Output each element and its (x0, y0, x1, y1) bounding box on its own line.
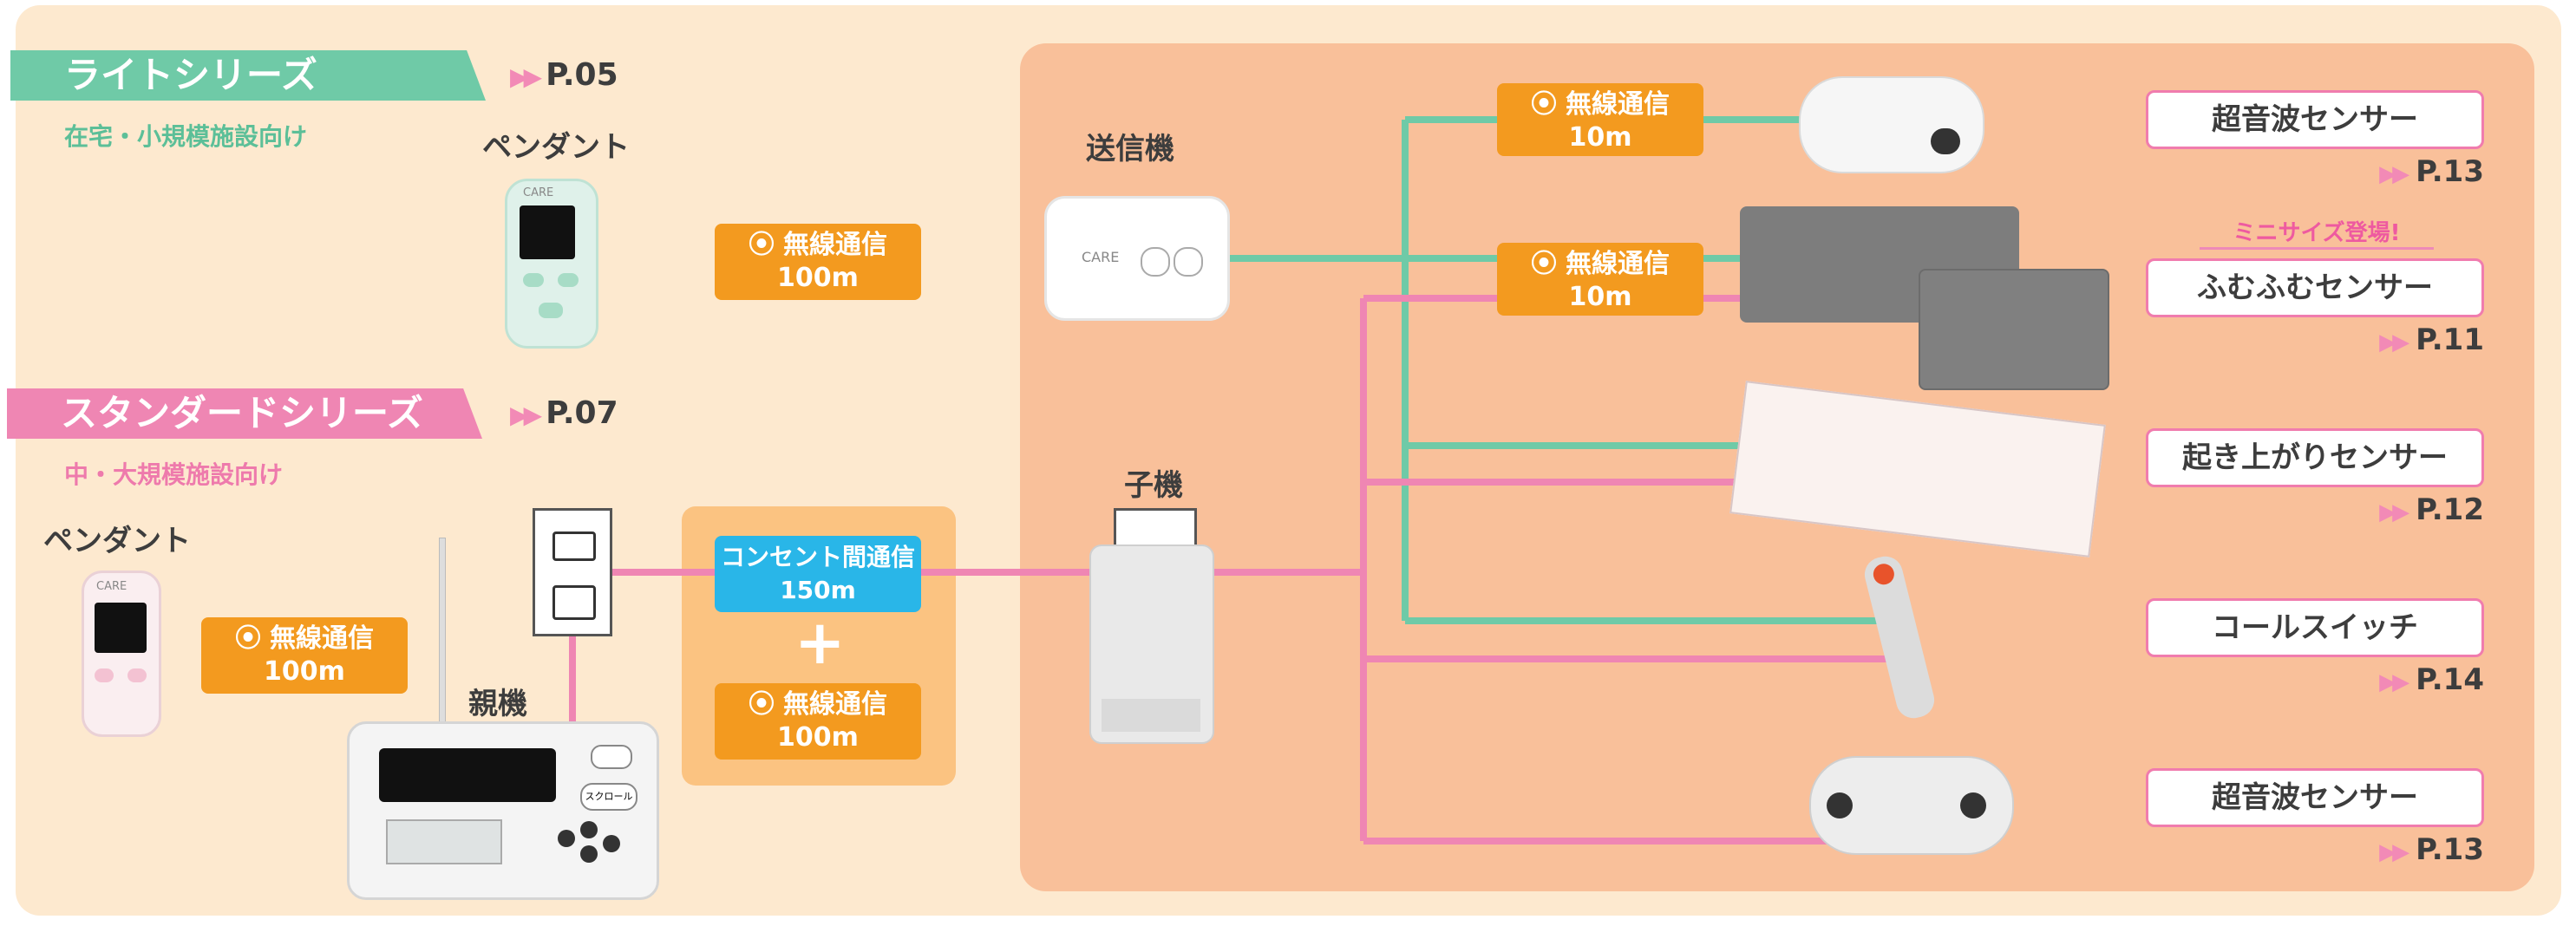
pendant-button (127, 668, 147, 682)
double-arrow-icon: ▶▶ (2379, 839, 2409, 865)
sensor-ref-4[interactable]: ▶▶ P.14 (2285, 662, 2484, 697)
standard-series-ref[interactable]: ▶▶P.07 (510, 395, 618, 431)
sensor-ref-3[interactable]: ▶▶ P.12 (2285, 492, 2484, 527)
sensor-eye (1960, 792, 1986, 818)
sensor-page: P.13 (2416, 154, 2484, 189)
light-series-banner: ライトシリーズ (10, 50, 486, 101)
slave-unit-base (1102, 699, 1200, 732)
wireless-range: 100m (264, 656, 345, 687)
wifi-icon: ⦿ (749, 689, 775, 720)
wifi-icon: ⦿ (1531, 249, 1557, 279)
sensor-name-call-switch[interactable]: コールスイッチ (2146, 598, 2484, 657)
sensor-page: P.11 (2416, 323, 2484, 357)
standard-series-title: スタンダードシリーズ (61, 392, 423, 434)
scroll-button: スクロール (580, 783, 637, 811)
master-display (379, 748, 556, 802)
sensor-eye (1827, 792, 1853, 818)
master-label: 親機 (468, 687, 527, 721)
double-arrow-icon: ▶▶ (2379, 669, 2409, 695)
pendant-screen (95, 603, 147, 653)
sensor-ref-2[interactable]: ▶▶ P.11 (2285, 323, 2484, 357)
sensor-ref-5[interactable]: ▶▶ P.13 (2285, 832, 2484, 867)
light-pendant-label: ペンダント (482, 130, 630, 165)
light-series-title: ライトシリーズ (64, 54, 317, 96)
wifi-icon: ⦿ (235, 623, 261, 654)
master-button (580, 821, 598, 838)
sensor-name-fumufumu[interactable]: ふむふむセンサー (2146, 258, 2484, 317)
mat-sensor-small (1919, 269, 2109, 390)
pendant-screen (520, 205, 575, 259)
transmitter-label: 送信機 (1086, 132, 1174, 166)
wireless-title: 無線通信 (783, 689, 887, 720)
master-button (580, 845, 598, 863)
sensor-page: P.13 (2416, 832, 2484, 867)
mini-size-badge: ミニサイズ登場! (2200, 215, 2434, 250)
double-arrow-icon: ▶▶ (2379, 161, 2409, 187)
pendant-brand: CARE (96, 580, 127, 593)
sensor-ref-1[interactable]: ▶▶ P.13 (2285, 154, 2484, 189)
wireless-range: 100m (777, 722, 859, 753)
sensor-page: P.14 (2416, 662, 2484, 697)
call-button (1871, 561, 1897, 587)
sensor-wireless-box-1: ⦿ 無線通信 10m (1497, 83, 1703, 156)
pendant-button (95, 668, 114, 682)
master-antenna (439, 538, 446, 730)
wifi-icon: ⦿ (749, 230, 775, 260)
master-button (591, 745, 632, 769)
wireless-title: 無線通信 (783, 230, 887, 260)
standard-series-banner: スタンダードシリーズ (7, 388, 482, 439)
light-pendant-device: CARE (505, 179, 598, 349)
pendant-button (558, 273, 579, 287)
ultrasonic-sensor-device-2 (1809, 756, 2014, 855)
wireless-title: 無線通信 (270, 623, 374, 654)
pendant-brand: CARE (523, 186, 554, 199)
master-button (558, 830, 575, 847)
double-arrow-icon: ▶▶ (2379, 499, 2409, 525)
wireless-range: 100m (777, 263, 859, 293)
standard-series-subtitle: 中・大規模施設向け (64, 460, 284, 489)
ultrasonic-sensor-device (1799, 76, 1984, 173)
standard-wireless-box: ⦿ 無線通信 100m (201, 617, 408, 694)
outlet-socket (552, 585, 596, 620)
pendant-button (539, 303, 563, 318)
standard-pendant-device: CARE (82, 571, 161, 737)
pendant-button (523, 273, 544, 287)
sensor-eye (1931, 128, 1960, 154)
transmitter-button (1141, 247, 1170, 277)
plus-sign: + (794, 607, 846, 678)
wireless-title: 無線通信 (1566, 89, 1670, 120)
wireless-range: 10m (1568, 282, 1632, 312)
standard-series-page: P.07 (546, 395, 618, 431)
outlet-socket (552, 531, 596, 561)
sensor-page: P.12 (2416, 492, 2484, 527)
outlet-comm-range: 150m (780, 576, 856, 604)
slave-unit (1089, 545, 1214, 744)
light-wireless-box: ⦿ 無線通信 100m (715, 224, 921, 300)
outlet-comm-box: コンセント間通信 150m (715, 536, 921, 612)
wireless-title: 無線通信 (1566, 249, 1670, 279)
transmitter-device: CARE (1044, 196, 1230, 321)
master-unit: スクロール (347, 721, 659, 900)
sensor-name-ultrasonic-2[interactable]: 超音波センサー (2146, 768, 2484, 827)
double-arrow-icon: ▶▶ (510, 62, 542, 91)
double-arrow-icon: ▶▶ (2379, 329, 2409, 355)
sensor-name-ultrasonic-1[interactable]: 超音波センサー (2146, 90, 2484, 149)
sensor-wireless-box-2: ⦿ 無線通信 10m (1497, 243, 1703, 316)
master-button (603, 835, 620, 852)
wall-outlet (533, 508, 612, 636)
transmitter-brand: CARE (1082, 249, 1120, 265)
wifi-icon: ⦿ (1531, 89, 1557, 120)
transmitter-button (1174, 247, 1203, 277)
light-series-subtitle: 在宅・小規模施設向け (64, 122, 308, 151)
outlet-comm-title: コンセント間通信 (720, 543, 915, 571)
relay-wireless-box: ⦿ 無線通信 100m (715, 683, 921, 760)
master-lcd (386, 819, 502, 864)
slave-label: 子機 (1124, 468, 1183, 503)
light-series-ref[interactable]: ▶▶P.05 (510, 57, 618, 93)
standard-pendant-label: ペンダント (43, 524, 191, 558)
wireless-range: 10m (1568, 122, 1632, 153)
light-series-page: P.05 (546, 57, 618, 93)
double-arrow-icon: ▶▶ (510, 401, 542, 429)
sensor-name-rise[interactable]: 起き上がりセンサー (2146, 428, 2484, 487)
